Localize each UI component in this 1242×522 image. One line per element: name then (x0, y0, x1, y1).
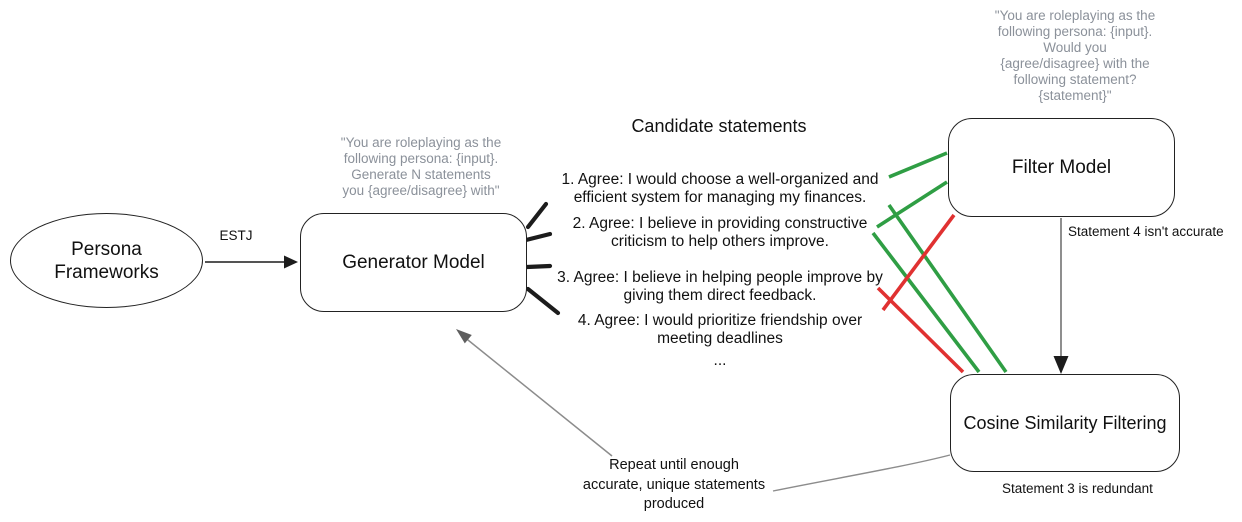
candidate-statements-heading: Candidate statements (631, 116, 807, 136)
accept-line-stmt2-cosine (871, 231, 981, 374)
statements-ellipsis: ... (713, 352, 727, 369)
persona-to-generator-arrowhead (284, 255, 298, 269)
cosine-similarity-node[interactable]: Cosine Similarity Filtering (950, 374, 1180, 472)
cosine-similarity-label: Cosine Similarity Filtering (963, 412, 1167, 433)
accept-line-stmt1-filter (888, 151, 948, 179)
statement3-note: Statement 3 is redundant (1002, 481, 1153, 496)
cosine-to-repeat-connector (772, 454, 951, 492)
generator-tick-1 (525, 201, 549, 230)
reject-line-filter-stmt4 (881, 213, 956, 312)
reject-line-stmt3-cosine (876, 286, 965, 374)
generator-prompt-text: "You are roleplaying as the following pe… (340, 135, 502, 198)
candidate-statement-1: 1. Agree: I would choose a well-organize… (561, 171, 879, 206)
statement4-note: Statement 4 isn't accurate (1068, 224, 1224, 239)
filter-model-label: Filter Model (1011, 157, 1112, 178)
generator-model-node[interactable]: Generator Model (300, 213, 527, 312)
generator-model-label: Generator Model (342, 252, 485, 273)
persona-frameworks-label: Persona Frameworks (54, 238, 159, 283)
accept-line-stmt1-cosine (887, 203, 1008, 374)
repeat-to-generator-arrow (462, 335, 613, 457)
generator-tick-4 (525, 286, 561, 316)
candidate-statement-4: 4. Agree: I would prioritize friendship … (577, 312, 863, 347)
candidate-statement-2: 2. Agree: I believe in providing constru… (572, 215, 868, 250)
filter-model-node[interactable]: Filter Model (948, 118, 1175, 217)
generator-tick-2 (523, 231, 553, 243)
accept-line-stmt2-filter (876, 180, 948, 229)
repeat-to-generator-arrowhead (456, 329, 472, 344)
repeat-note: Repeat until enough accurate, unique sta… (582, 457, 766, 512)
filter-prompt-text: "You are roleplaying as the following pe… (994, 8, 1156, 103)
estj-label: ESTJ (219, 228, 253, 243)
filter-to-cosine-arrowhead (1053, 356, 1069, 374)
persona-frameworks-node[interactable]: Persona Frameworks (10, 213, 203, 308)
generator-tick-3 (524, 263, 553, 270)
candidate-statement-3: 3. Agree: I believe in helping people im… (557, 269, 883, 304)
